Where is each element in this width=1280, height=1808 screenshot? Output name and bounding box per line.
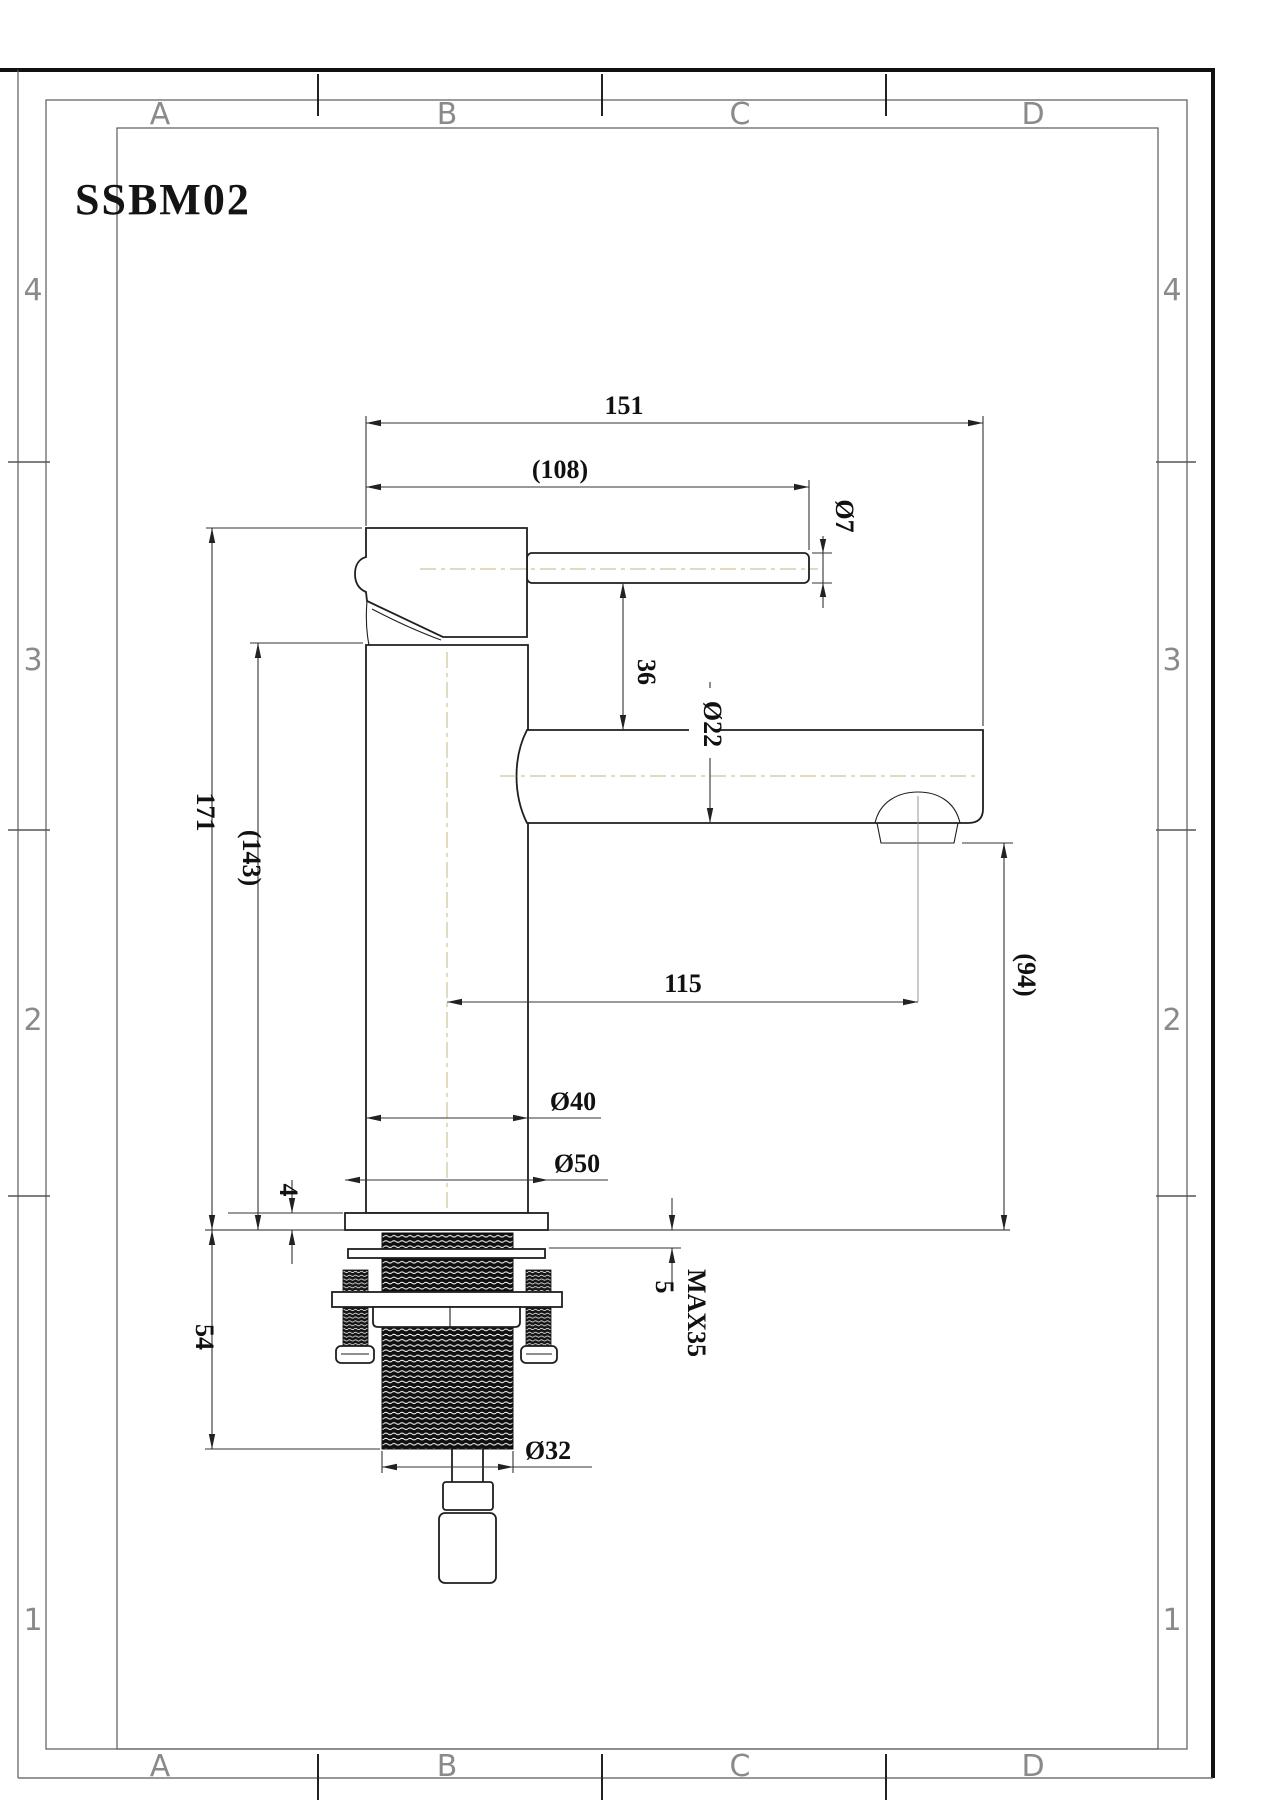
clamp-washer [331, 1291, 563, 1308]
screw-head-right [520, 1345, 558, 1364]
grid-row-3-right: 3 [1162, 643, 1181, 678]
mount-screw-left [342, 1269, 369, 1349]
base-plate [344, 1212, 549, 1231]
dim-total-height: 171 [191, 793, 220, 832]
grid-row-2-left: 2 [23, 1003, 42, 1038]
grid-row-4-left: 4 [23, 273, 42, 308]
grid-col-a-bottom: A [150, 1749, 171, 1784]
grid-labels: A B C D A B C D 4 3 2 1 4 3 2 1 [23, 97, 1181, 1784]
head-slant-detail [371, 608, 442, 641]
head-neck-curve [365, 600, 370, 646]
handle-lever [526, 552, 810, 584]
label-mask [689, 688, 718, 758]
dim-shank-length: 54 [190, 1324, 219, 1350]
aerator-dome [874, 791, 961, 824]
mounting-nut [372, 1306, 521, 1328]
dim-spout-dia: Ø22 [698, 701, 727, 747]
dim-handle-to-spout: 36 [632, 659, 661, 685]
drawing-title: SSBM02 [75, 175, 251, 224]
grid-col-b-top: B [437, 97, 458, 132]
inlet-stub [438, 1449, 497, 1584]
dim-thread-dia: Ø32 [525, 1436, 571, 1465]
grid-col-a-top: A [150, 97, 171, 132]
grid-row-1-left: 1 [23, 1603, 42, 1638]
dim-washer-gap: 5 [650, 1281, 679, 1294]
grid-row-1-right: 1 [1162, 1603, 1181, 1638]
dim-plate-thickness: 4 [274, 1184, 303, 1197]
grid-row-4-right: 4 [1162, 273, 1181, 308]
dim-max-counter: MAX35 [682, 1269, 711, 1357]
grid-col-c-bottom: C [730, 1749, 751, 1784]
dim-body-height: (143) [237, 830, 266, 886]
sheet-border [0, 68, 1215, 1800]
dim-total-length: 151 [605, 391, 644, 420]
sealing-washer [347, 1248, 546, 1259]
threaded-shank [381, 1232, 514, 1450]
dim-spout-reach: 115 [664, 969, 702, 998]
aerator-ring [876, 822, 959, 844]
grid-row-3-left: 3 [23, 643, 42, 678]
dim-base-dia: Ø50 [554, 1149, 600, 1178]
dim-outlet-height: (94) [1012, 953, 1041, 996]
grid-row-2-right: 2 [1162, 1003, 1181, 1038]
grid-col-c-top: C [730, 97, 751, 132]
grid-col-d-top: D [1021, 97, 1044, 132]
screw-head-left [335, 1345, 375, 1364]
dimension-lines [205, 416, 1013, 1473]
dim-handle-dia: Ø7 [830, 499, 859, 532]
dim-handle-length: (108) [532, 455, 588, 484]
grid-col-b-bottom: B [437, 1749, 458, 1784]
grid-col-d-bottom: D [1021, 1749, 1044, 1784]
centerlines [420, 568, 975, 1208]
faucet-head [354, 527, 528, 638]
mount-screw-right [525, 1269, 552, 1349]
dim-body-dia: Ø40 [550, 1087, 596, 1116]
